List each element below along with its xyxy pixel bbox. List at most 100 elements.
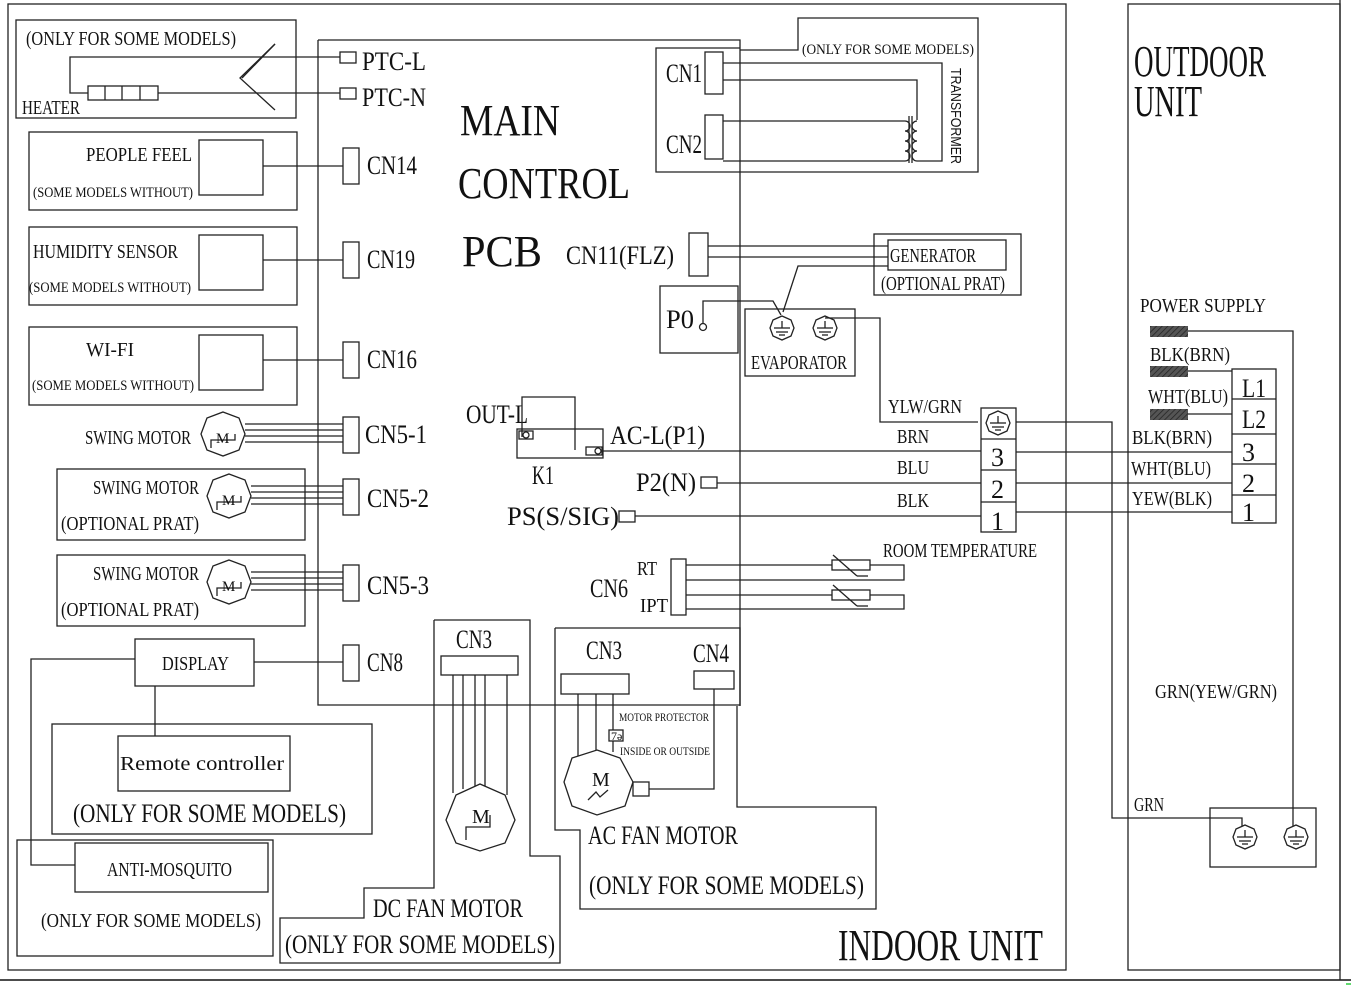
svg-text:L1: L1 [1242,374,1266,403]
power-lead-ground [1150,326,1188,337]
relay-k1: OUT-L AC-L(P1) K1 P2(N) PS(S/SIG) [466,396,981,531]
svg-text:P0: P0 [666,305,694,334]
svg-text:SWING MOTOR: SWING MOTOR [85,427,191,449]
ptc-n-connector [339,87,357,100]
p0-evaporator: P0 EVAPORATOR [659,285,978,423]
svg-text:BLK: BLK [897,490,929,512]
svg-text:(SOME MODELS WITHOUT): (SOME MODELS WITHOUT) [33,185,193,201]
svg-text:1: 1 [1242,498,1255,527]
svg-text:OUT-L: OUT-L [466,400,528,429]
svg-text:CN8: CN8 [367,648,403,677]
svg-text:(ONLY FOR SOME MODELS): (ONLY FOR SOME MODELS) [73,799,346,828]
svg-text:YLW/GRN: YLW/GRN [888,396,962,418]
swing-motor-3: SWING MOTOR (OPTIONAL PRAT) M CN5-3 [56,554,429,627]
svg-text:SWING MOTOR: SWING MOTOR [93,563,199,585]
svg-text:(ONLY FOR SOME MODELS): (ONLY FOR SOME MODELS) [26,28,236,50]
svg-text:2: 2 [991,475,1004,504]
svg-text:(ONLY FOR SOME MODELS): (ONLY FOR SOME MODELS) [41,910,261,932]
ptc-l-connector [339,51,357,64]
svg-text:PCB: PCB [462,227,542,276]
svg-text:CN2: CN2 [666,130,702,159]
svg-text:(SOME MODELS WITHOUT): (SOME MODELS WITHOUT) [32,378,194,394]
display-block: DISPLAY CN8 [30,638,403,866]
indoor-unit-label: INDOOR UNIT [838,921,1043,970]
svg-text:TRANSFORMER: TRANSFORMER [947,68,964,164]
svg-text:Remote controller: Remote controller [120,753,284,775]
svg-text:WHT(BLU): WHT(BLU) [1148,386,1228,408]
svg-text:EVAPORATOR: EVAPORATOR [751,352,847,374]
outdoor-terminal-block [1231,368,1277,524]
power-lead-l1 [1150,366,1188,377]
indoor-unit-frame [7,3,1067,971]
swing-motor-1: SWING MOTOR M CN5-1 [85,411,427,457]
pcb-title: MAIN CONTROL PCB [458,96,630,276]
svg-text:CN19: CN19 [367,245,415,274]
svg-text:3: 3 [991,443,1004,472]
svg-text:M: M [222,493,235,509]
svg-text:7ə: 7ə [611,729,622,743]
svg-text:CN16: CN16 [367,345,417,374]
outdoor-ground-box [1209,807,1317,868]
svg-text:SWING MOTOR: SWING MOTOR [93,477,199,499]
anti-mosquito-block: ANTI-MOSQUITO (ONLY FOR SOME MODELS) [16,839,274,957]
svg-text:GENERATOR: GENERATOR [890,245,976,267]
svg-text:BLK(BRN): BLK(BRN) [1150,344,1230,366]
swing-motor-2: SWING MOTOR (OPTIONAL PRAT) M CN5-2 [56,468,429,541]
transformer-block: (ONLY FOR SOME MODELS) CN1 CN2 TRANSFORM… [655,17,979,173]
svg-text:CN4: CN4 [693,639,729,668]
heater-element [87,85,159,101]
humidity-sensor-block: HUMIDITY SENSOR (SOME MODELS WITHOUT) CN… [28,226,415,306]
power-lead-l2 [1150,409,1188,420]
svg-text:M: M [472,806,490,828]
svg-text:UNIT: UNIT [1134,77,1202,126]
svg-text:WHT(BLU): WHT(BLU) [1131,458,1211,480]
svg-text:(SOME MODELS WITHOUT): (SOME MODELS WITHOUT) [29,280,191,296]
svg-text:CN1: CN1 [666,59,702,88]
svg-text:2: 2 [1242,469,1255,498]
svg-text:CONTROL: CONTROL [458,159,630,208]
svg-text:1: 1 [991,507,1004,536]
svg-text:PEOPLE FEEL: PEOPLE FEEL [86,144,192,166]
svg-text:CN6: CN6 [590,574,628,603]
dc-fan-motor-block: CN3 M DC FAN MOTOR (ONLY FOR SOME MODELS… [279,619,561,964]
svg-text:BRN: BRN [897,426,929,448]
svg-text:3: 3 [1242,438,1255,467]
ac-fan-motor-block: CN3 CN4 7ə MOTOR PROTECTOR INSIDE OR OUT… [554,627,877,910]
svg-text:OUTDOOR: OUTDOOR [1134,37,1266,86]
svg-text:MAIN: MAIN [460,96,560,145]
svg-text:PS(S/SIG): PS(S/SIG) [507,502,619,531]
svg-text:CN5-1: CN5-1 [365,420,427,449]
svg-text:ANTI-MOSQUITO: ANTI-MOSQUITO [107,859,232,881]
svg-text:AC-L(P1): AC-L(P1) [610,421,705,450]
svg-text:INSIDE OR OUTSIDE: INSIDE OR OUTSIDE [620,744,710,758]
indoor-terminal-block: YLW/GRN BRN BLU BLK 3 2 1 [888,396,1243,830]
svg-text:CN3: CN3 [586,636,622,665]
remote-controller-block: Remote controller (ONLY FOR SOME MODELS) [51,723,373,835]
svg-text:M: M [222,579,235,595]
svg-text:ROOM TEMPERATURE: ROOM TEMPERATURE [883,540,1037,562]
svg-text:PTC-N: PTC-N [362,83,426,112]
svg-text:P2(N): P2(N) [636,468,696,497]
svg-text:IPT: IPT [640,595,668,617]
svg-text:CN5-3: CN5-3 [367,571,429,600]
svg-text:(ONLY FOR SOME MODELS): (ONLY FOR SOME MODELS) [285,930,555,959]
room-temperature-block: ROOM TEMPERATURE CN6 RT IPT [590,540,1037,617]
svg-text:(OPTIONAL PRAT): (OPTIONAL PRAT) [61,599,199,621]
wifi-block: WI-FI (SOME MODELS WITHOUT) CN16 [28,326,417,406]
generator-block: CN11(FLZ) GENERATOR (OPTIONAL PRAT) [566,232,1022,313]
svg-text:CN14: CN14 [367,151,417,180]
svg-text:HEATER: HEATER [22,97,80,119]
svg-text:CN11(FLZ): CN11(FLZ) [566,241,674,270]
svg-text:MOTOR PROTECTOR: MOTOR PROTECTOR [619,710,709,724]
svg-text:PTC-L: PTC-L [362,47,426,76]
svg-text:CN3: CN3 [456,625,492,654]
svg-text:YEW(BLK): YEW(BLK) [1132,488,1212,510]
svg-text:RT: RT [637,558,657,580]
svg-text:BLU: BLU [897,457,929,479]
svg-text:BLK(BRN): BLK(BRN) [1132,427,1212,449]
svg-text:(OPTIONAL PRAT): (OPTIONAL PRAT) [61,513,199,535]
svg-text:DISPLAY: DISPLAY [162,653,229,675]
svg-text:(ONLY FOR SOME MODELS): (ONLY FOR SOME MODELS) [589,871,864,900]
svg-text:POWER SUPPLY: POWER SUPPLY [1140,295,1266,317]
